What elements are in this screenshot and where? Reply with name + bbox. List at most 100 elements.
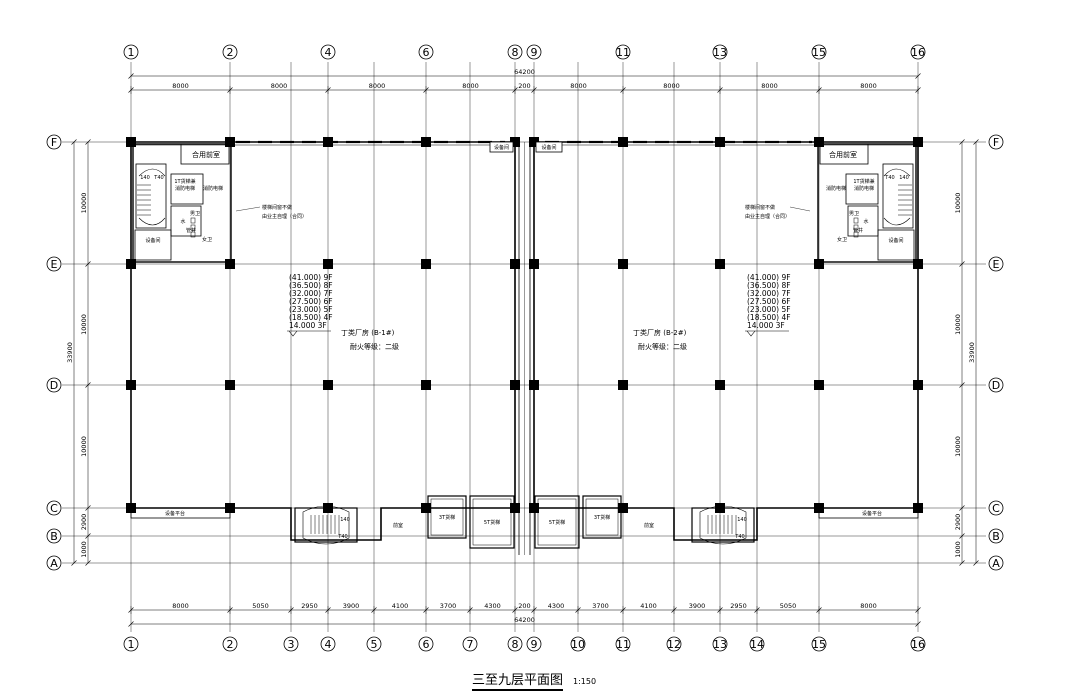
male-wc-label: 男卫 [849, 211, 859, 217]
column [913, 503, 923, 513]
axis-bubble-bottom [462, 636, 478, 652]
dim-total-label: 64200 [514, 616, 535, 624]
wall [130, 141, 516, 541]
column [421, 380, 431, 390]
dim-tick [85, 139, 91, 145]
column [913, 137, 923, 147]
axis-bubble-bottom [507, 636, 523, 652]
column [715, 380, 725, 390]
dim-label: 10000 [80, 314, 88, 335]
axis-bubble-side [46, 134, 62, 150]
axis-label-top: 16 [911, 46, 925, 59]
factory-b1-level-0: (41.000) 9F [289, 273, 333, 282]
note-right-line2: 由业主自理（合同） [745, 213, 790, 220]
dim-tick [959, 139, 965, 145]
dim-label: 4100 [392, 602, 409, 610]
elevator-box [582, 495, 622, 539]
dim-label: 8000 [570, 82, 587, 90]
column [715, 137, 725, 147]
stair-landing [883, 168, 911, 177]
dim-label: 10000 [80, 436, 88, 457]
column [529, 137, 539, 147]
column [913, 259, 923, 269]
dim-label: 8000 [172, 82, 189, 90]
axis-label-bottom: 15 [812, 638, 826, 651]
axis-bubble-bottom [418, 636, 434, 652]
dim-label: 10000 [80, 193, 88, 214]
axis-bubble-bottom [366, 636, 382, 652]
axis-bubble-side [988, 377, 1004, 393]
column [814, 259, 824, 269]
factory-b2-level-1: (36.500) 8F [747, 281, 791, 290]
core-outline [817, 143, 917, 263]
axis-bubble-top [526, 44, 542, 60]
column [126, 380, 136, 390]
column [814, 380, 824, 390]
dim-label: 1000 [954, 541, 962, 558]
column [529, 259, 539, 269]
axis-bubble-top [712, 44, 728, 60]
dim-tick [959, 382, 965, 388]
axis-bubble-side [988, 500, 1004, 516]
dim-label: 8000 [663, 82, 680, 90]
axis-bubble-side [988, 528, 1004, 544]
dim-label: 8000 [860, 82, 877, 90]
toilet-fixture [190, 224, 196, 231]
axis-label-top: 13 [713, 46, 727, 59]
axis-bubble-top [507, 44, 523, 60]
axis-label-bottom: 7 [467, 638, 474, 651]
equipment-room-core [877, 229, 915, 261]
factory-b2-level-3: (27.500) 6F [747, 297, 791, 306]
pipe-shaft-label: 管井 [186, 227, 196, 234]
factory-b2-name: 丁类厂房 (B-2#) [633, 328, 687, 337]
factory-b2-level-marker [746, 330, 756, 337]
dim-tick [85, 560, 91, 566]
dim-label: 8000 [761, 82, 778, 90]
core-outline [132, 143, 232, 263]
axis-label-side: C [992, 502, 1000, 515]
factory-b1-level-3: (27.500) 6F [289, 297, 333, 306]
axis-bubble-bottom [283, 636, 299, 652]
dim-label: 4100 [640, 602, 657, 610]
axis-label-top: 15 [812, 46, 826, 59]
elevator-shaft [845, 173, 879, 205]
dim-label: 5050 [780, 602, 797, 610]
column [323, 259, 333, 269]
structural-columns [126, 137, 923, 513]
dim-tick [959, 560, 965, 566]
column [618, 503, 628, 513]
elevator-car [585, 498, 619, 536]
dim-label: 3700 [592, 602, 609, 610]
freight-elevator-label: 1T货梯兼 [174, 178, 195, 185]
column [225, 503, 235, 513]
factory-b1-label: 丁类厂房 (B-1#) 耐火等级：二级 [341, 328, 399, 351]
column [510, 503, 520, 513]
dim-tick [85, 505, 91, 511]
axis-bubble-bottom [712, 636, 728, 652]
column [510, 380, 520, 390]
note-leader-left [235, 206, 261, 212]
toilet-fixture [853, 224, 859, 231]
elevator-5t-right [534, 495, 580, 549]
freight-elevator-label-2: 消防电梯 [854, 185, 874, 192]
stair-up-label: 140 [737, 517, 747, 523]
dim-label: 2950 [730, 602, 747, 610]
axis-bubble-bottom [526, 636, 542, 652]
female-wc-label: 女卫 [837, 236, 847, 243]
elevator-car [430, 498, 464, 536]
dim-tick [71, 560, 77, 566]
dim-tick [915, 621, 921, 627]
axis-bubble-side [46, 256, 62, 272]
factory-b2-level-6: 14.000 3F [747, 321, 785, 330]
dim-label: 3700 [440, 602, 457, 610]
dim-label: 200 [518, 602, 530, 610]
axis-bubble-side [46, 377, 62, 393]
axis-bubble-bottom [222, 636, 238, 652]
axis-bubble-top [222, 44, 238, 60]
top-equipment-room [489, 141, 514, 153]
equipment-room-core [134, 229, 172, 261]
dim-tick [973, 139, 979, 145]
